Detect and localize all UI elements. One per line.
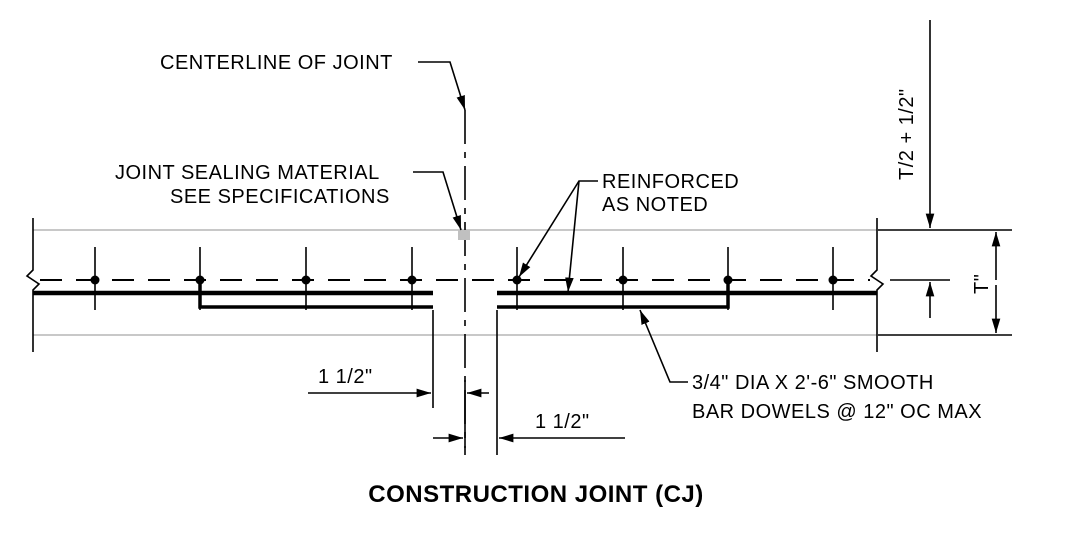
reinforced-leader-2 [565, 180, 580, 293]
reinforced-label-line1: REINFORCED [602, 171, 739, 193]
slab [25, 218, 885, 352]
dim-top-label: T/2 + 1/2" [896, 88, 918, 180]
dowel-label-line1: 3/4" DIA X 2'-6" SMOOTH [692, 372, 934, 394]
sealing-leader [413, 171, 462, 231]
left-break-line [25, 218, 41, 352]
centerline-label: CENTERLINE OF JOINT [160, 52, 393, 74]
dim-thickness-label: T" [971, 274, 993, 294]
reinforced-label-line2: AS NOTED [602, 194, 708, 216]
sealing-label-line1: JOINT SEALING MATERIAL [115, 162, 380, 184]
sealant-mark [458, 230, 470, 240]
diagram-title: CONSTRUCTION JOINT (CJ) [368, 481, 704, 508]
sealing-label-line2: SEE SPECIFICATIONS [170, 186, 390, 208]
dowel-label-line2: BAR DOWELS @ 12" OC MAX [692, 401, 982, 423]
right-break-line [869, 218, 885, 352]
dowel-leader [639, 309, 688, 383]
reinforced-leader-1 [518, 180, 598, 278]
dim-left-label: 1 1/2" [318, 366, 373, 388]
dim-right-label: 1 1/2" [535, 411, 590, 433]
chairs [90, 247, 838, 310]
centerline-leader [418, 61, 466, 111]
